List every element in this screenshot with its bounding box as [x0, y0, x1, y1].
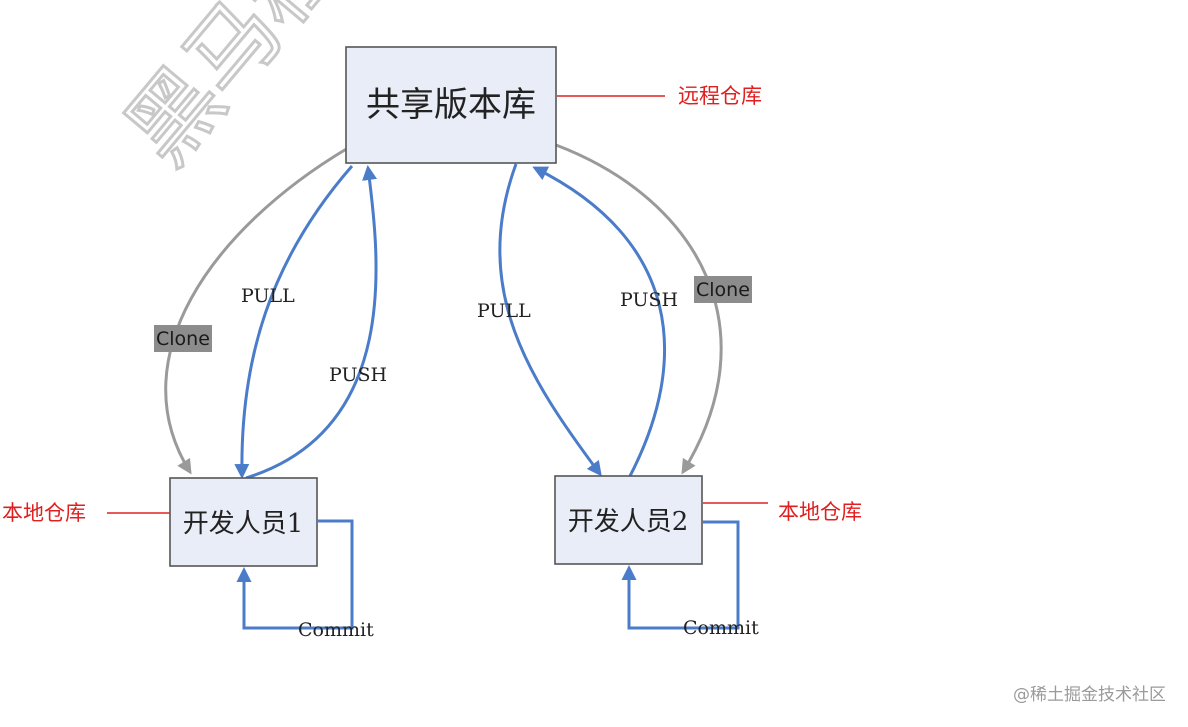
- local-repo-right-annotation: 本地仓库: [778, 500, 862, 524]
- push-arrow-right: [532, 166, 667, 477]
- pull-arrow-left: [234, 165, 354, 479]
- commit-loop-left: [236, 519, 354, 630]
- clone-arrow-left: [164, 146, 349, 475]
- footer-credit: @稀土掘金技术社区: [1013, 685, 1166, 705]
- shared-repo-box: [345, 46, 557, 164]
- remote-repo-annotation: 远程仓库: [678, 84, 762, 108]
- pull-arrow-right: [498, 163, 602, 477]
- developer2-label: 开发人员2: [568, 507, 689, 537]
- developer1-label: 开发人员1: [183, 509, 304, 539]
- push-right-label: PUSH: [620, 289, 678, 311]
- pull-right-label: PULL: [477, 300, 531, 322]
- commit-right-label: Commit: [683, 617, 759, 639]
- local-repo-left-annotation: 本地仓库: [2, 501, 86, 525]
- pull-left-label: PULL: [241, 285, 295, 307]
- clone-left-badge: [154, 325, 212, 352]
- developer1-box: [169, 477, 318, 567]
- shared-repo-label: 共享版本库: [366, 85, 536, 125]
- clone-right-badge: [694, 276, 752, 303]
- push-left-label: PUSH: [329, 364, 387, 386]
- clone-left-label: Clone: [156, 328, 210, 350]
- clone-arrow-right: [555, 143, 723, 475]
- push-arrow-left: [245, 165, 378, 480]
- clone-right-label: Clone: [696, 279, 750, 301]
- commit-loop-right: [621, 520, 740, 630]
- commit-left-label: Commit: [298, 619, 374, 641]
- developer2-box: [554, 475, 703, 565]
